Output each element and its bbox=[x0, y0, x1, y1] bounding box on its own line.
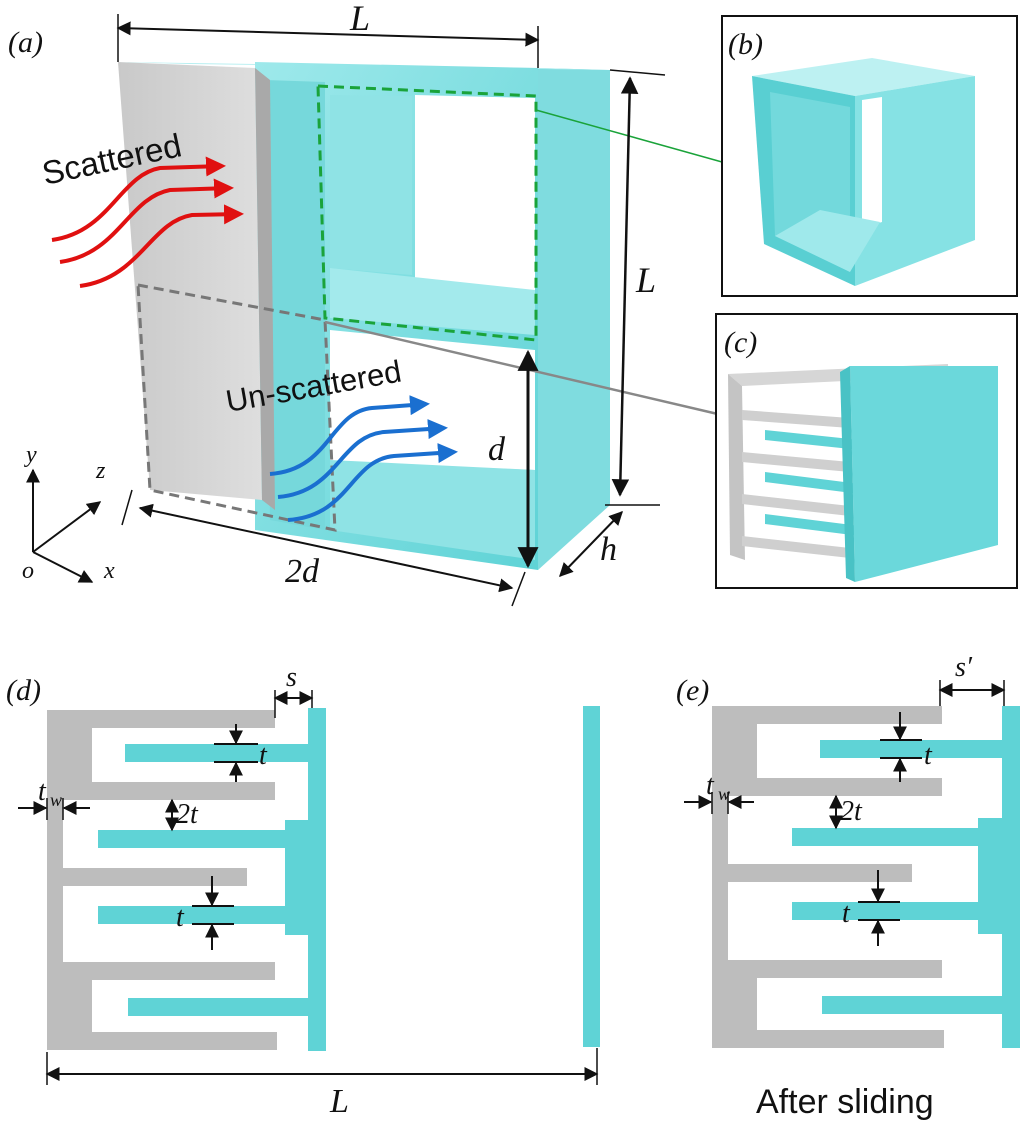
upper-shelf bbox=[330, 268, 535, 335]
d-t1-label: t bbox=[259, 740, 268, 771]
dim-2d bbox=[138, 503, 514, 593]
panel-d-label: (d) bbox=[6, 674, 41, 707]
axis-x-label: x bbox=[103, 558, 115, 584]
e-t2-label: t bbox=[842, 898, 851, 929]
e-2t-label: 2t bbox=[840, 796, 863, 827]
d-tw-label: t bbox=[38, 776, 47, 807]
d-label: d bbox=[488, 431, 506, 468]
upper-opening bbox=[415, 95, 535, 330]
e-gray-comb bbox=[712, 706, 944, 1048]
axis-o-label: o bbox=[22, 558, 34, 584]
d-t2-label: t bbox=[176, 902, 185, 933]
d-gray-comb bbox=[47, 710, 277, 1050]
c-cyan-slab bbox=[850, 366, 998, 582]
L-top-label: L bbox=[349, 0, 370, 38]
two-d-label: 2d bbox=[285, 553, 320, 590]
panel-e-label: (e) bbox=[676, 674, 709, 707]
cube-opening bbox=[862, 97, 882, 228]
panel-a: (a) L L d bbox=[8, 0, 723, 607]
d-L-label: L bbox=[329, 1083, 349, 1120]
e-tw-subscript: w bbox=[718, 784, 730, 804]
panel-d: (d) s t bbox=[6, 662, 600, 1120]
coordinate-axes bbox=[26, 468, 102, 583]
e-t1-label: t bbox=[924, 740, 933, 771]
axis-z-label: z bbox=[95, 458, 106, 484]
e-cyan-comb bbox=[792, 706, 1020, 1048]
unscattered-arrows bbox=[269, 395, 458, 522]
box-right-face bbox=[538, 68, 610, 570]
c-gray-fingers bbox=[742, 410, 850, 558]
e-s-label: s′ bbox=[955, 652, 973, 683]
cube-floor bbox=[775, 210, 880, 272]
lower-opening bbox=[330, 330, 535, 470]
gray-block bbox=[118, 62, 262, 500]
middle-divider bbox=[265, 80, 325, 530]
dim-L-right bbox=[611, 76, 639, 497]
panel-e: (e) s′ t bbox=[676, 652, 1020, 1121]
h-label: h bbox=[600, 531, 617, 568]
d-tw-subscript: w bbox=[50, 790, 62, 810]
d-2t-label: 2t bbox=[176, 799, 199, 830]
green-unit-cell bbox=[316, 84, 538, 342]
dim-h bbox=[559, 510, 623, 578]
dim-L-top bbox=[116, 21, 540, 47]
panel-b: (b) bbox=[721, 15, 1018, 297]
c-gray-spine bbox=[728, 374, 745, 560]
gray-block-edge bbox=[255, 68, 275, 510]
L-right-label: L bbox=[635, 260, 656, 300]
panel-c-label: (c) bbox=[724, 326, 757, 359]
panel-c: (c) bbox=[715, 313, 1018, 589]
d-s-label: s bbox=[286, 662, 297, 693]
after-sliding-label: After sliding bbox=[756, 1083, 934, 1121]
axis-y-label: y bbox=[24, 442, 37, 468]
d-right-wall bbox=[583, 706, 600, 1047]
c-cyan-fingers bbox=[765, 430, 860, 536]
cube-top bbox=[752, 58, 975, 96]
cube-right bbox=[855, 76, 975, 286]
e-tw-label: t bbox=[706, 770, 715, 801]
panel-b-label: (b) bbox=[728, 28, 763, 61]
scattered-arrows bbox=[51, 156, 244, 288]
panel-a-label: (a) bbox=[8, 26, 43, 59]
d-cyan-comb bbox=[98, 708, 326, 1051]
upper-inner-wall bbox=[330, 95, 412, 275]
